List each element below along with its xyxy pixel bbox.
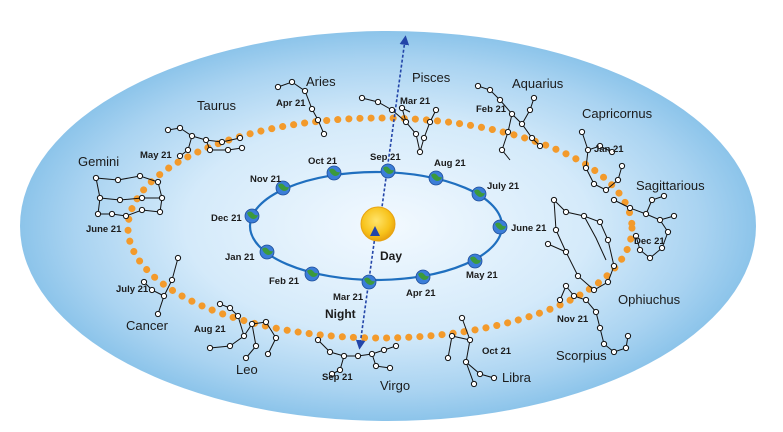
axis-line-lower xyxy=(355,235,376,350)
constellation-capricornus xyxy=(578,128,626,194)
label-aries: Aries xyxy=(306,74,336,89)
constellation-sagittarious xyxy=(610,192,678,262)
axis-line-upper xyxy=(377,35,410,237)
constellation-pisces xyxy=(358,94,440,156)
earth-icon xyxy=(304,266,320,282)
orbit-date-label: Oct 21 xyxy=(308,156,338,167)
orbit-date-label: Dec 21 xyxy=(211,213,242,224)
label-capricornus: Capricornus xyxy=(582,106,653,121)
date-scorpius: Nov 21 xyxy=(557,314,589,325)
earth-icon xyxy=(259,244,275,260)
date-leo: Aug 21 xyxy=(194,324,226,335)
earth-icon xyxy=(326,165,342,181)
label-libra: Libra xyxy=(502,370,532,385)
date-cancer: July 21 xyxy=(116,284,149,295)
ecliptic-ring xyxy=(124,114,636,342)
orbit-date-label: Feb 21 xyxy=(269,276,300,287)
date-sagittarious: Dec 21 xyxy=(634,236,665,247)
constellation-ophiuchus xyxy=(544,196,618,294)
orbit-date-label: Jan 21 xyxy=(225,252,255,263)
label-sagittarious: Sagittarious xyxy=(636,178,705,193)
orbit-date-label: Apr 21 xyxy=(406,288,436,299)
label-pisces: Pisces xyxy=(412,70,451,85)
constellation-name-labels: Aries Pisces Aquarius Capricornus Sagitt… xyxy=(78,70,705,393)
constellation-gemini xyxy=(92,172,166,220)
constellation-virgo xyxy=(314,336,400,378)
earth-icon xyxy=(244,208,260,224)
date-aries: Apr 21 xyxy=(276,98,306,109)
date-aquarius: Feb 21 xyxy=(476,104,507,115)
earth-icon xyxy=(361,274,377,290)
label-leo: Leo xyxy=(236,362,258,377)
label-virgo: Virgo xyxy=(380,378,410,393)
earth-markers xyxy=(244,163,508,290)
date-capricornus: Jan 21 xyxy=(594,144,624,155)
earth-icon xyxy=(471,186,487,202)
constellation-libra xyxy=(444,314,498,388)
orbit-date-label: Sep 21 xyxy=(370,152,401,163)
constellation-cancer xyxy=(140,254,182,318)
earth-icon xyxy=(467,253,483,269)
label-cancer: Cancer xyxy=(126,318,169,333)
date-taurus: May 21 xyxy=(140,150,172,161)
orbit-date-labels: Sep 21 Aug 21 July 21 June 21 May 21 Apr… xyxy=(211,152,547,303)
day-label: Day xyxy=(380,249,402,263)
constellation-taurus xyxy=(164,124,246,160)
label-ophiuchus: Ophiuchus xyxy=(618,292,681,307)
date-libra: Oct 21 xyxy=(482,346,512,357)
constellation-date-labels: Apr 21 Mar 21 Feb 21 Jan 21 Dec 21 Nov 2… xyxy=(86,96,665,383)
earth-icon xyxy=(428,170,444,186)
date-virgo: Sep 21 xyxy=(322,372,353,383)
label-taurus: Taurus xyxy=(197,98,237,113)
constellation-scorpius xyxy=(556,282,632,356)
constellation-leo xyxy=(206,300,280,362)
date-pisces: Mar 21 xyxy=(400,96,431,107)
orbit-date-label: Aug 21 xyxy=(434,158,466,169)
orbit-date-label: July 21 xyxy=(487,181,520,192)
night-label: Night xyxy=(325,307,356,321)
constellation-aquarius xyxy=(474,82,544,161)
day-arrow xyxy=(370,226,380,236)
label-scorpius: Scorpius xyxy=(556,348,607,363)
constellation-aries xyxy=(274,78,328,138)
orbit-date-label: Mar 21 xyxy=(333,292,364,303)
orbit-date-label: May 21 xyxy=(466,270,498,281)
label-gemini: Gemini xyxy=(78,154,119,169)
sun xyxy=(360,206,396,242)
earth-icon xyxy=(415,269,431,285)
earth-icon xyxy=(492,219,508,235)
label-aquarius: Aquarius xyxy=(512,76,564,91)
date-gemini: June 21 xyxy=(86,224,122,235)
earth-icon xyxy=(380,163,396,179)
orbit-date-label: June 21 xyxy=(511,223,547,234)
earth-icon xyxy=(275,180,291,196)
orbit-date-label: Nov 21 xyxy=(250,174,282,185)
